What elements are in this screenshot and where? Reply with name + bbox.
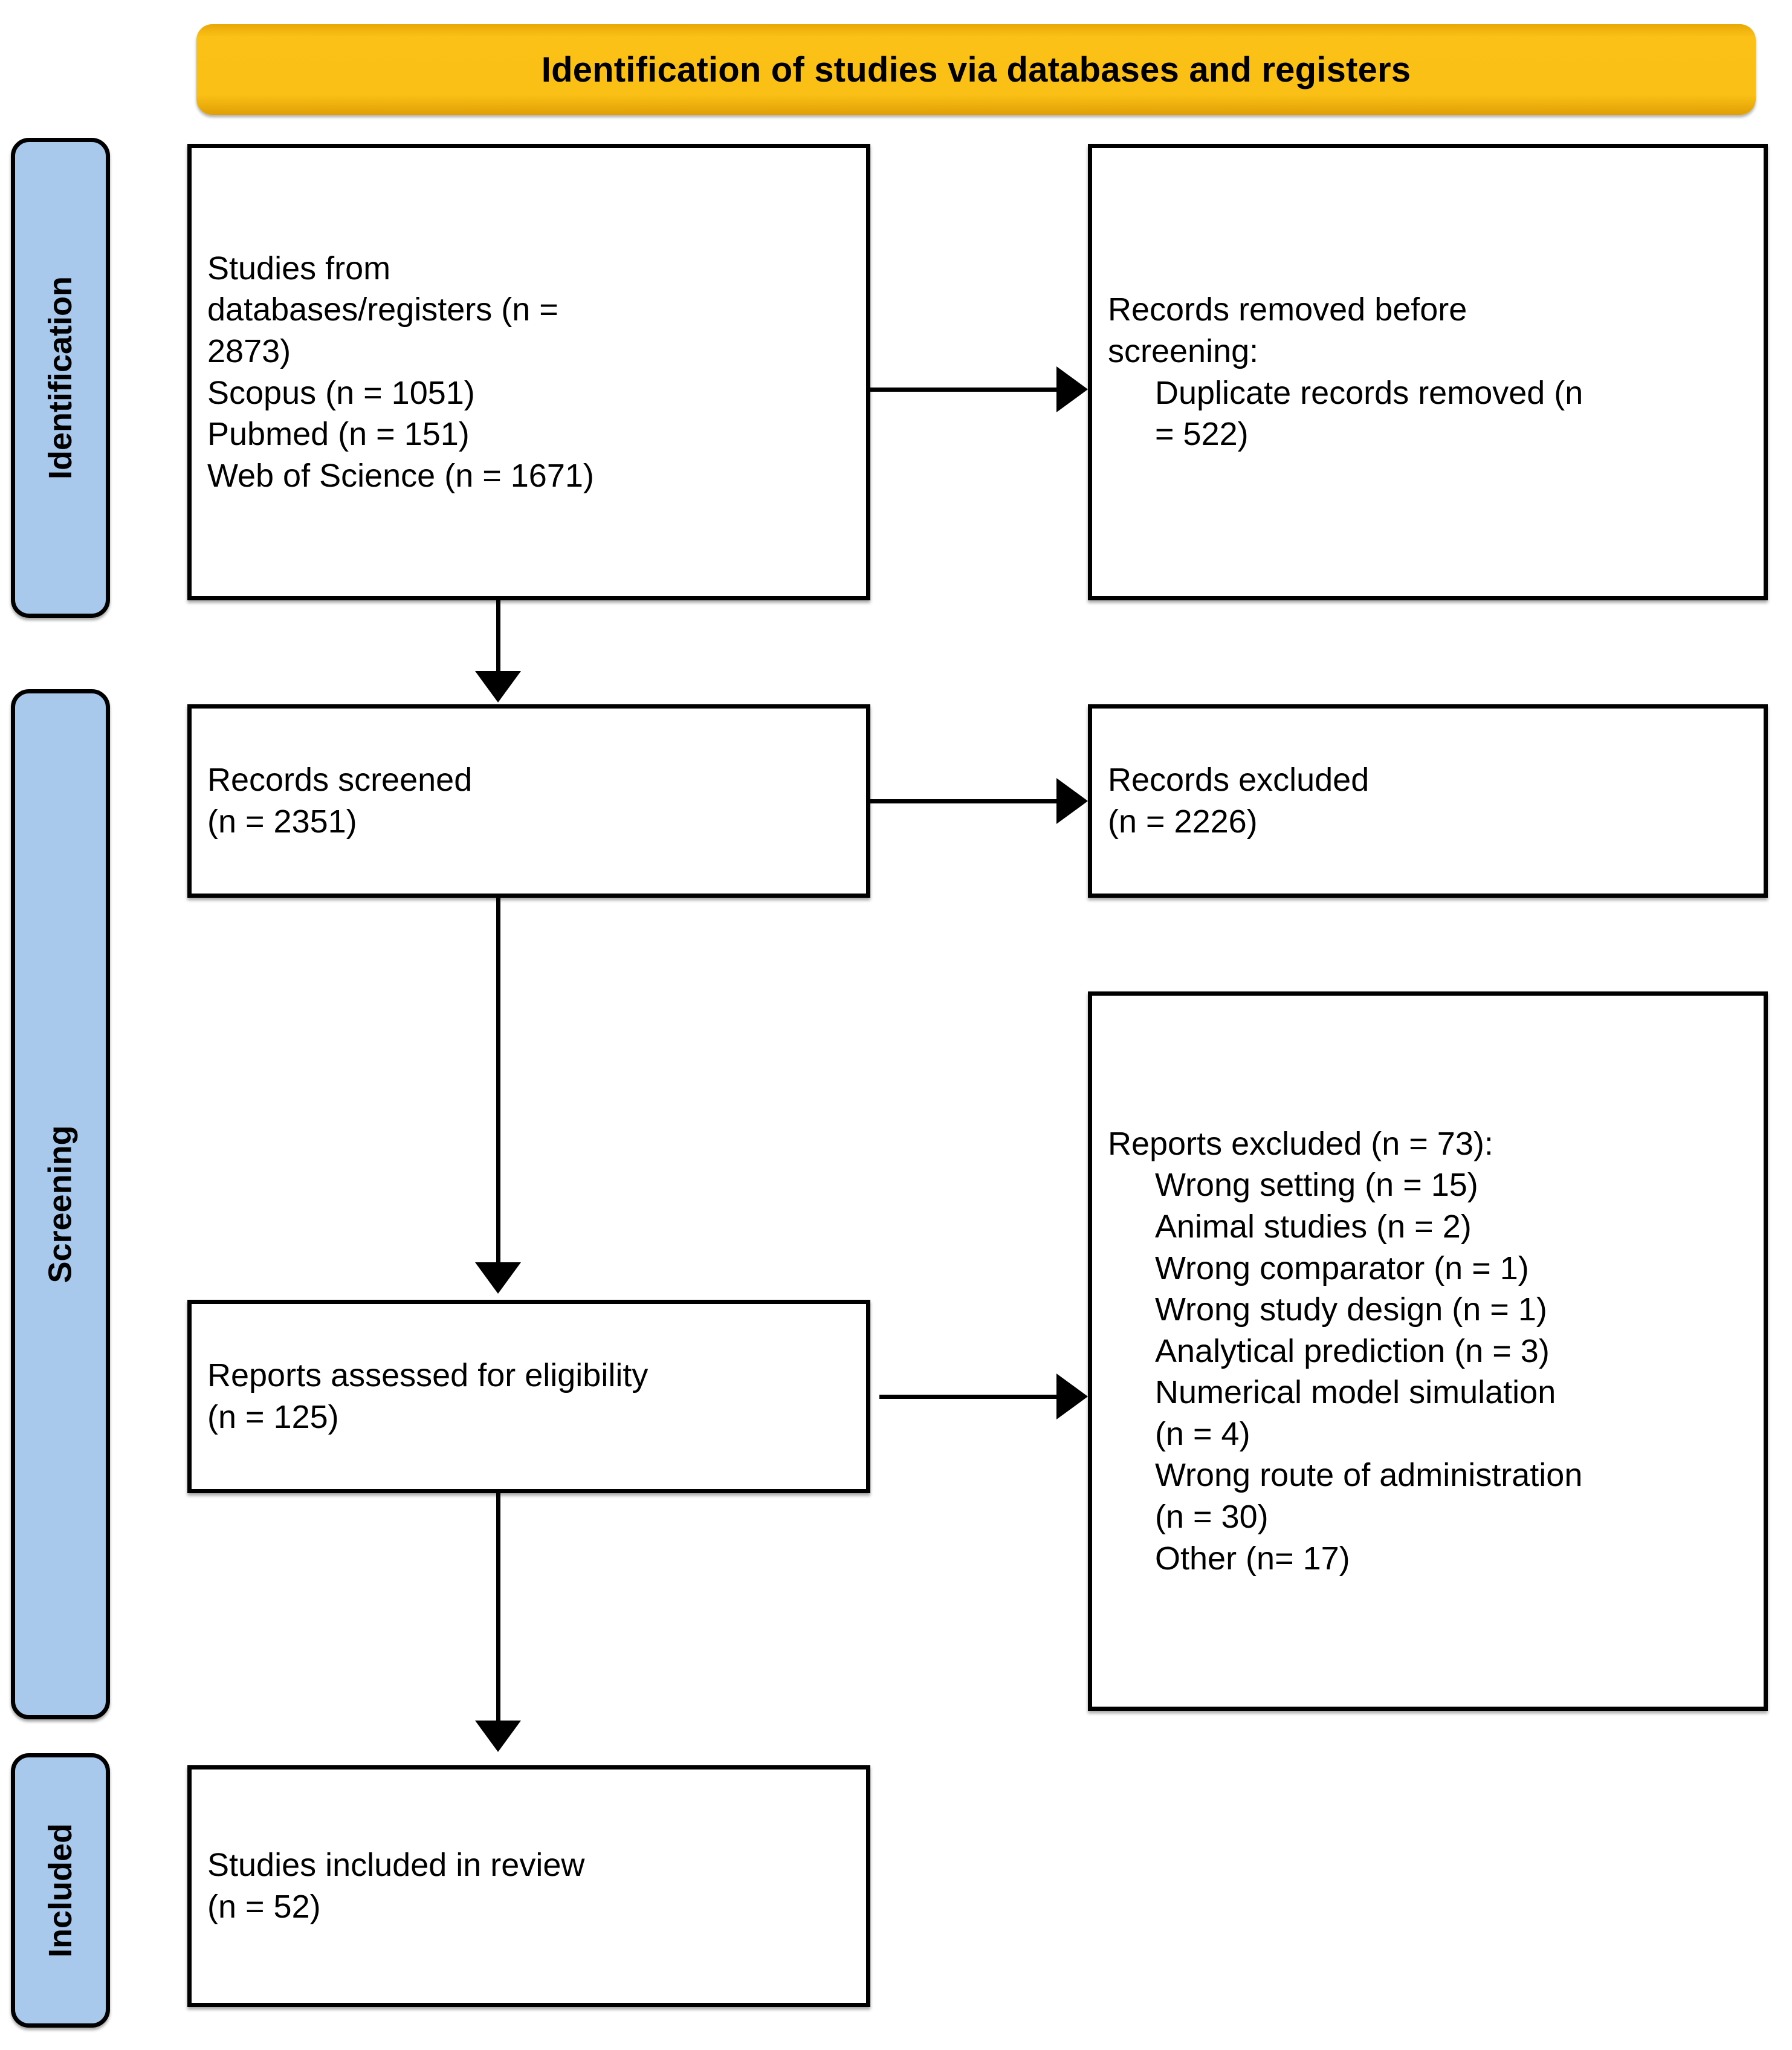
reports-excluded-reason-2: Animal studies (n = 2) [1155, 1208, 1472, 1245]
records-removed-line-1: Records removed before [1108, 289, 1748, 331]
records-removed-colon: : [1249, 332, 1259, 369]
box-records-screened: Records screened (n = 2351) [187, 704, 870, 898]
duplicate-records-line-2: = 522) [1155, 416, 1249, 453]
stage-rail-identification: Identification [11, 138, 110, 618]
reports-excluded-reason-6-cont: (n = 4) [1155, 1415, 1250, 1452]
reports-excluded-heading: Reports excluded (n = 73): [1108, 1125, 1493, 1162]
records-removed-screening: screening [1108, 332, 1250, 369]
records-identified-line-6: Web of Science (n = 1671) [207, 457, 594, 494]
records-screened-line-1: Records screened [207, 762, 473, 799]
header-banner: Identification of studies via databases … [196, 24, 1756, 115]
box-records-excluded: Records excluded (n = 2226) [1088, 704, 1768, 898]
stage-label-identification: Identification [42, 276, 79, 479]
reports-excluded-reason-1: Wrong setting (n = 15) [1155, 1167, 1478, 1204]
box-records-removed: Records removed before screening: Duplic… [1088, 144, 1768, 600]
header-title: Identification of studies via databases … [541, 50, 1411, 89]
records-identified-line-4: Scopus (n = 1051) [207, 374, 475, 411]
reports-excluded-reason-4: Wrong study design (n = 1) [1155, 1291, 1547, 1328]
duplicate-records-line-1: Duplicate records removed (n [1155, 374, 1583, 411]
records-removed-text: Records removed [1108, 291, 1375, 328]
records-screened-line-2: (n = 2351) [207, 803, 357, 840]
reports-excluded-reason-3: Wrong comparator (n = 1) [1155, 1250, 1529, 1286]
records-identified-line-5: Pubmed (n = 151) [207, 416, 470, 453]
stage-label-screening: Screening [42, 1125, 79, 1283]
records-removed-line-2: screening: [1108, 331, 1748, 372]
records-removed-before: before [1374, 291, 1467, 328]
studies-included-line-1: Studies included in review [207, 1847, 585, 1884]
stage-rail-included: Included [11, 1753, 110, 2028]
stage-label-included: Included [42, 1823, 79, 1958]
box-reports-assessed: Reports assessed for eligibility (n = 12… [187, 1300, 870, 1493]
box-reports-excluded: Reports excluded (n = 73): Wrong setting… [1088, 991, 1768, 1711]
records-identified-line-3: 2873) [207, 332, 291, 369]
box-records-identified: Studies from databases/registers (n = 28… [187, 144, 870, 600]
reports-excluded-reason-5: Analytical prediction (n = 3) [1155, 1332, 1550, 1369]
stage-rail-screening: Screening [11, 689, 110, 1719]
box-studies-included: Studies included in review (n = 52) [187, 1765, 870, 2007]
records-identified-line-2: databases/registers (n = [207, 291, 558, 328]
reports-assessed-line-1: Reports assessed for eligibility [207, 1357, 649, 1394]
reports-excluded-reason-6: Numerical model simulation [1155, 1374, 1556, 1411]
reports-excluded-reason-7-cont: (n = 30) [1155, 1499, 1269, 1536]
records-excluded-line-1: Records excluded [1108, 762, 1370, 799]
records-excluded-line-2: (n = 2226) [1108, 803, 1258, 840]
reports-excluded-reason-8: Other (n= 17) [1155, 1540, 1350, 1577]
records-identified-line-1: Studies from [207, 250, 391, 287]
studies-included-line-2: (n = 52) [207, 1889, 321, 1925]
reports-assessed-line-2: (n = 125) [207, 1399, 339, 1435]
reports-excluded-reason-7: Wrong route of administration [1155, 1457, 1583, 1494]
